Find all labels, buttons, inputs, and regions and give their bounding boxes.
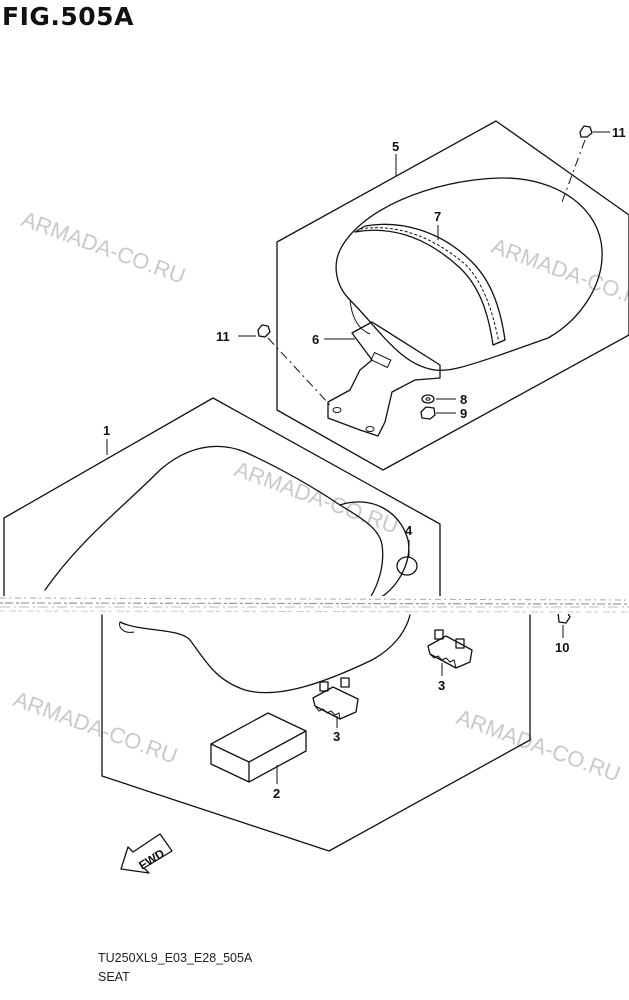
callout-10: 10 xyxy=(555,640,569,655)
rear-seat-group xyxy=(257,120,629,471)
fwd-arrow: FWD xyxy=(120,833,173,874)
foam-block-top xyxy=(210,712,307,763)
watermark-2: ARMADA-CO.RU xyxy=(488,233,629,315)
watermark-5: ARMADA-CO.RU xyxy=(453,704,624,786)
callout-5: 5 xyxy=(392,139,399,154)
fwd-label: FWD xyxy=(136,846,167,873)
front-seat-frame-lower xyxy=(101,614,531,852)
callout-7: 7 xyxy=(434,209,441,224)
nut-9 xyxy=(420,406,436,420)
damper-3a-boss-1 xyxy=(434,629,444,640)
bolt-11-left xyxy=(257,324,271,338)
damper-3a-boss-2 xyxy=(455,638,465,649)
front-seat-group xyxy=(3,397,571,852)
scan-noise-band xyxy=(0,596,629,614)
callouts: 1 2 3 3 4 5 6 7 8 9 10 11 11 xyxy=(103,125,626,801)
foam-block-side xyxy=(248,730,307,783)
install-line-2 xyxy=(267,337,331,406)
bracket-hole-2 xyxy=(365,426,375,432)
bracket-hole-1 xyxy=(332,407,342,413)
callout-6: 6 xyxy=(312,332,319,347)
cap-4 xyxy=(396,556,418,576)
callout-1: 1 xyxy=(103,423,110,438)
rear-seat-cushion-side xyxy=(349,299,371,335)
section-name: SEAT xyxy=(98,970,130,984)
bolt-11-top xyxy=(579,125,593,138)
damper-3b-teeth xyxy=(314,705,341,720)
watermark-1: ARMADA-CO.RU xyxy=(18,206,189,288)
model-code: TU250XL9_E03_E28_505A xyxy=(98,951,253,965)
leader-lines xyxy=(106,131,610,784)
front-seat-rear-curve xyxy=(339,501,410,599)
callout-2: 2 xyxy=(273,786,280,801)
bracket-slot xyxy=(370,351,392,369)
callout-3a: 3 xyxy=(438,678,445,693)
watermarks: ARMADA-CO.RU ARMADA-CO.RU ARMADA-CO.RU A… xyxy=(10,206,629,786)
front-seat-top xyxy=(44,445,384,599)
damper-3a xyxy=(427,629,473,669)
front-seat-frame xyxy=(3,397,441,601)
foam-block-2 xyxy=(210,712,307,783)
figure-title: FIG.505A xyxy=(2,2,134,31)
washer-8-hole xyxy=(425,397,431,401)
damper-3b-boss-1 xyxy=(319,681,329,692)
damper-3b xyxy=(312,677,359,720)
callout-4: 4 xyxy=(405,523,413,538)
install-line-1 xyxy=(561,139,586,203)
damper-3b-boss-2 xyxy=(340,677,350,688)
rear-seat-cushion xyxy=(335,177,603,371)
fwd-arrow-shape xyxy=(120,833,173,874)
damper-3a-teeth xyxy=(429,653,457,669)
callout-11a: 11 xyxy=(612,125,626,140)
watermark-3: ARMADA-CO.RU xyxy=(231,456,402,538)
seat-bracket xyxy=(327,321,441,437)
seat-strap xyxy=(354,223,506,346)
front-seat-lower-edge xyxy=(119,621,135,633)
damper-3a-body xyxy=(427,635,473,669)
foam-block-front xyxy=(210,743,250,783)
callout-8: 8 xyxy=(460,392,467,407)
washer-8 xyxy=(421,394,435,404)
callout-11b: 11 xyxy=(216,329,230,344)
callout-3b: 3 xyxy=(333,729,340,744)
rear-seat-frame xyxy=(276,120,629,471)
front-seat-lower xyxy=(119,614,411,694)
seat-strap-stitch xyxy=(359,227,500,344)
callout-9: 9 xyxy=(460,406,467,421)
watermark-4: ARMADA-CO.RU xyxy=(10,686,181,768)
